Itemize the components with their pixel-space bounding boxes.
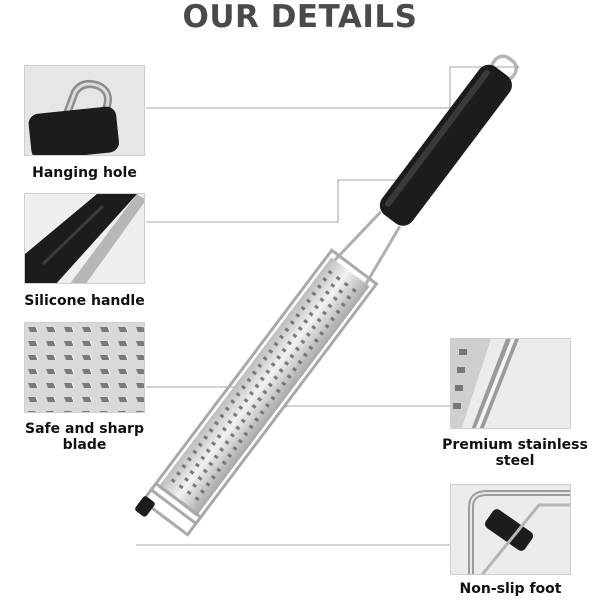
caption-hanging-hole: Hanging hole <box>32 165 137 181</box>
silicone-handle-closeup <box>24 193 145 284</box>
foot-closeup <box>450 484 571 575</box>
silicone-handle <box>379 64 512 226</box>
hanging-hole-closeup <box>24 65 145 156</box>
caption-blade: Safe and sharp blade <box>25 421 144 453</box>
caption-silicone-handle: Silicone handle <box>24 293 145 309</box>
steel-frame-closeup <box>450 338 571 429</box>
page-title: OUR DETAILS <box>182 0 418 35</box>
steel-frame <box>331 210 402 288</box>
leader-line-silicone-handle <box>146 179 437 223</box>
blade-closeup <box>24 322 145 413</box>
non-slip-foot <box>140 481 203 537</box>
caption-foot: Non-slip foot <box>459 581 562 597</box>
caption-steel: Premium stainless steel <box>442 437 588 469</box>
